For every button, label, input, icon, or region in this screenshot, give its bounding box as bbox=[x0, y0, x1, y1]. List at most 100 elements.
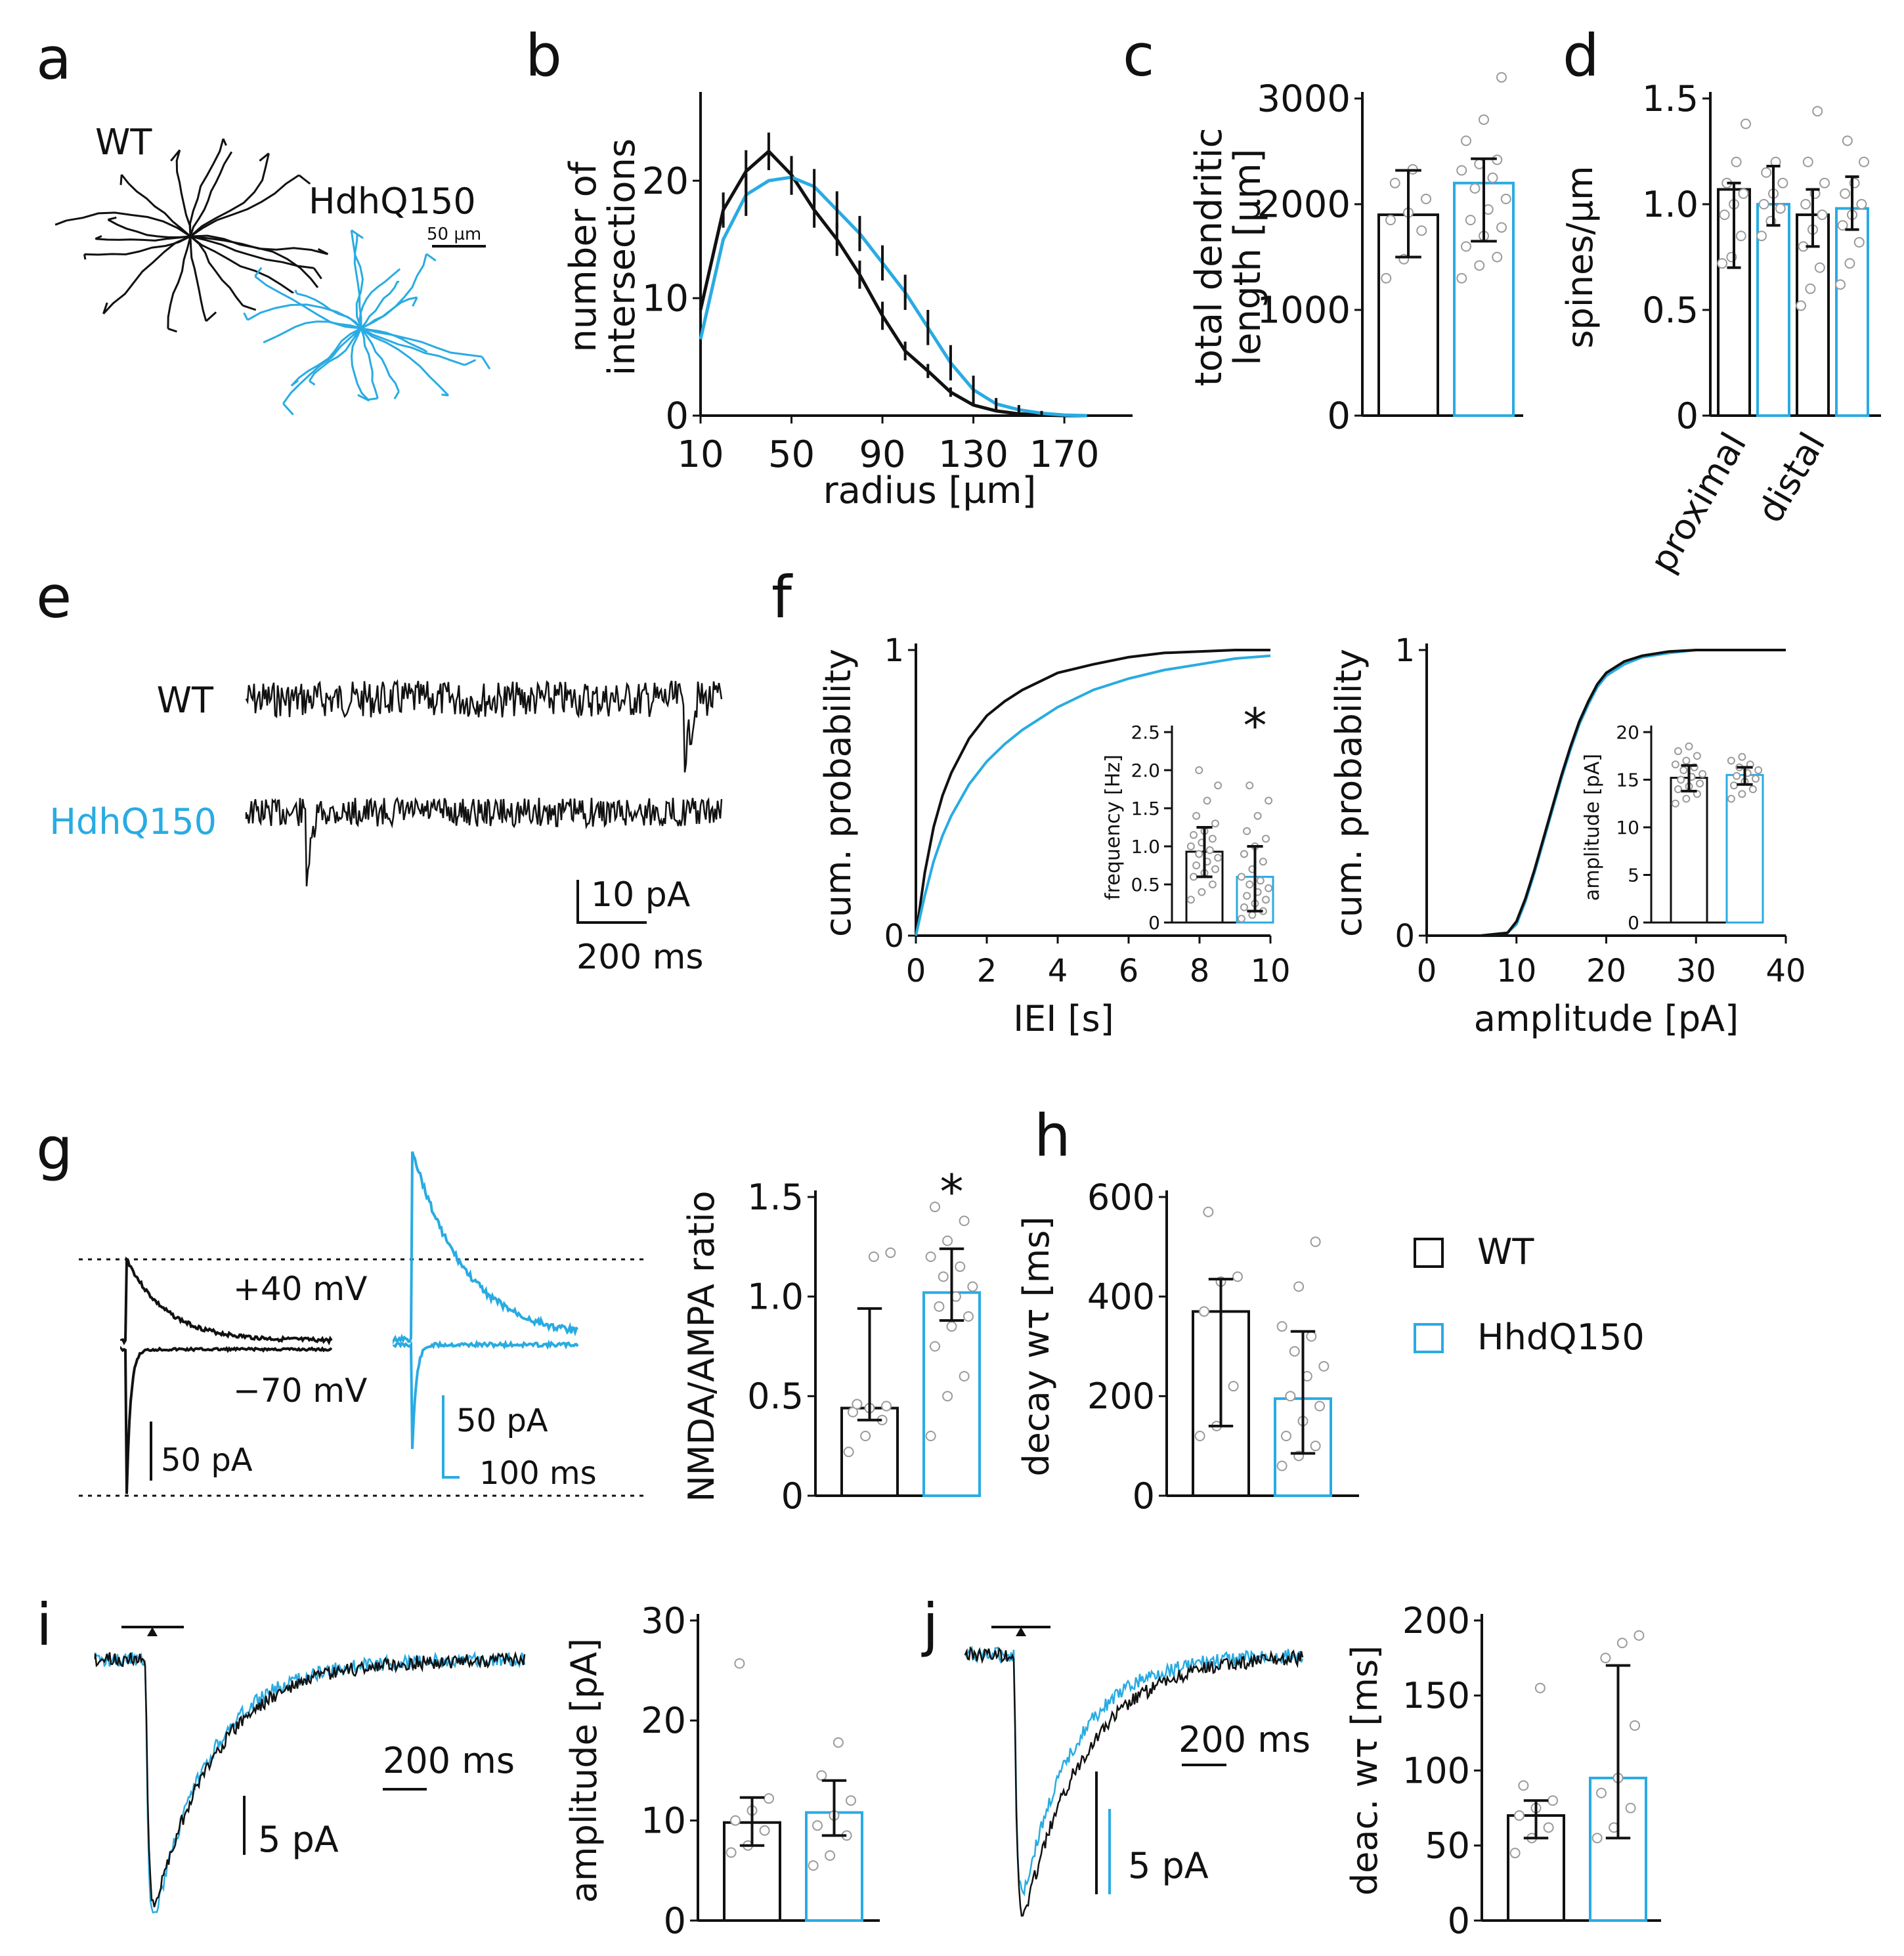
data-point bbox=[1214, 781, 1222, 790]
dendrite-branch bbox=[121, 174, 191, 238]
data-point bbox=[1600, 1653, 1611, 1664]
data-point bbox=[1596, 1787, 1607, 1798]
data-point bbox=[1232, 1271, 1243, 1282]
data-point bbox=[1844, 258, 1855, 269]
x-tick-label: 50 bbox=[768, 433, 815, 476]
dendrite-tip bbox=[263, 336, 277, 343]
y-axis-label: cum. probability bbox=[817, 649, 859, 937]
significance-star: * bbox=[940, 1164, 964, 1219]
dendrite-tip bbox=[356, 233, 358, 242]
data-point bbox=[1625, 1802, 1636, 1814]
series-line bbox=[1480, 649, 1786, 937]
dendrite-branch bbox=[282, 327, 362, 404]
hdh-trace-minus70 bbox=[393, 1339, 579, 1449]
data-point bbox=[1237, 915, 1245, 923]
dendrite-tip bbox=[412, 297, 418, 307]
x-tick-label: 10 bbox=[1496, 953, 1536, 989]
panel-letter-i: i bbox=[36, 1591, 52, 1659]
hdh-scale-bar-g-x-label: 100 ms bbox=[479, 1455, 597, 1492]
data-point bbox=[1738, 790, 1746, 798]
data-point bbox=[955, 1261, 966, 1272]
data-point bbox=[1469, 183, 1481, 194]
y-tick-label: 0.5 bbox=[1131, 874, 1160, 896]
data-point bbox=[1591, 1833, 1603, 1844]
data-point bbox=[1194, 1431, 1205, 1441]
y-axis-label: NMDA/AMPA ratio bbox=[681, 1190, 722, 1502]
scale-bar-e-x-label: 200 ms bbox=[576, 938, 704, 977]
data-point bbox=[1693, 752, 1701, 760]
j-scale-bar-y-label: 5 pA bbox=[1128, 1845, 1209, 1886]
data-point bbox=[1456, 272, 1467, 284]
y-tick-label: 20 bbox=[642, 160, 689, 203]
series-line bbox=[699, 149, 1087, 418]
data-point bbox=[1756, 230, 1767, 242]
y-tick-label: 10 bbox=[641, 1800, 686, 1842]
dendrite-branch bbox=[190, 235, 328, 255]
dendrite-tip bbox=[223, 151, 233, 165]
data-point bbox=[1465, 215, 1476, 226]
y-tick-label: 2.0 bbox=[1131, 760, 1160, 781]
dendrite-tip bbox=[222, 138, 227, 146]
y-tick-label: 0 bbox=[781, 1475, 804, 1517]
data-point bbox=[1479, 114, 1489, 125]
data-point bbox=[1186, 842, 1195, 850]
data-point bbox=[1186, 896, 1195, 904]
dendrite-branch bbox=[190, 174, 300, 238]
y-tick-label: 2000 bbox=[1257, 184, 1351, 227]
dendrite-tip bbox=[242, 304, 257, 311]
y-axis-label: length [µm] bbox=[1226, 148, 1269, 365]
data-point bbox=[963, 1311, 974, 1322]
data-point bbox=[1474, 260, 1485, 271]
data-point bbox=[1381, 272, 1392, 284]
dendrite-tip bbox=[397, 280, 400, 284]
data-point bbox=[1248, 911, 1257, 919]
data-point bbox=[1259, 858, 1267, 866]
panel-letter-g: g bbox=[36, 1115, 73, 1183]
y-axis-label: number of bbox=[562, 161, 605, 353]
data-point bbox=[1208, 880, 1217, 888]
data-point bbox=[1634, 1630, 1645, 1641]
data-point bbox=[1256, 877, 1265, 885]
data-point bbox=[1199, 1306, 1209, 1317]
data-point bbox=[860, 1431, 871, 1441]
dendrite-tip bbox=[317, 248, 329, 255]
data-point bbox=[1671, 760, 1679, 769]
dendrite-tip bbox=[357, 394, 370, 402]
x-tick-label: 20 bbox=[1586, 953, 1626, 989]
data-point bbox=[925, 1251, 936, 1262]
j-scale-bar-x-label: 200 ms bbox=[1179, 1719, 1310, 1760]
x-tick-label: 90 bbox=[859, 433, 905, 476]
data-point bbox=[881, 1401, 892, 1412]
data-point bbox=[1752, 775, 1760, 783]
dendrite-branch bbox=[254, 275, 362, 330]
data-point bbox=[1385, 215, 1396, 226]
dendrite-tip bbox=[108, 216, 117, 221]
data-point bbox=[1682, 794, 1691, 803]
data-point bbox=[934, 1301, 945, 1312]
data-point bbox=[1262, 896, 1270, 904]
data-point bbox=[1698, 770, 1707, 778]
significance-star: * bbox=[1244, 698, 1267, 753]
wt-current-trace bbox=[245, 679, 723, 773]
y-axis-label: frequency [Hz] bbox=[1102, 754, 1125, 900]
data-point bbox=[1195, 766, 1203, 774]
data-point bbox=[925, 1431, 936, 1441]
data-point bbox=[885, 1247, 896, 1258]
data-point bbox=[1509, 1848, 1521, 1859]
hdh-current-trace bbox=[245, 796, 723, 886]
y-tick-label: 0 bbox=[1448, 1900, 1470, 1942]
data-point bbox=[1253, 812, 1262, 820]
y-axis-label: total dendritic bbox=[1188, 128, 1230, 387]
y-tick-label: 15 bbox=[1616, 769, 1639, 791]
data-point bbox=[1840, 188, 1851, 199]
panel-letter-h: h bbox=[1034, 1102, 1071, 1169]
data-point bbox=[1237, 873, 1245, 881]
hdh-scale-bar-g-y-label: 50 pA bbox=[456, 1402, 548, 1439]
data-point bbox=[1835, 279, 1846, 290]
data-point bbox=[1281, 1431, 1291, 1441]
dendrite-branch bbox=[296, 292, 362, 330]
